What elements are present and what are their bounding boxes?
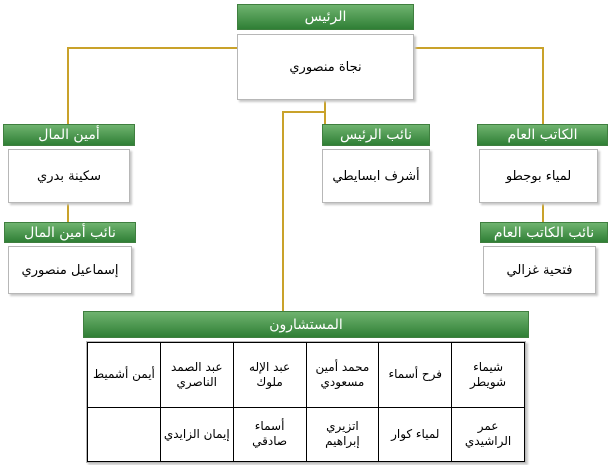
treasurer-title: أمين المال [3,124,135,146]
deputy-secretary-name: فتحية غزالي [483,246,596,294]
advisor-cell: عمر الراشيدي [451,406,525,463]
table-row: عمر الراشيدي لمياء كوار اتزيري إبراهيم أ… [87,406,525,463]
president-title: الرئيس [237,4,414,30]
treasurer-name: سكينة بدري [8,149,130,203]
advisors-table: شيماء شويطر فرح أسماء محمد أمين مسعودي ع… [87,342,525,463]
advisor-cell: عبد الصمد الناصري [159,342,234,408]
advisor-cell: فرح أسماء [378,342,453,408]
secretary-general-name: لمياء بوجطو [479,149,598,203]
advisors-title: المستشارون [83,311,529,338]
advisor-cell [87,406,161,463]
advisor-cell: شيماء شويطر [451,342,525,408]
advisor-cell: عبد الإله ملوك [232,342,307,408]
vice-president-title: نائب الرئيس [322,124,430,146]
table-row: شيماء شويطر فرح أسماء محمد أمين مسعودي ع… [87,342,525,408]
vice-president-name: أشرف ابسايطي [322,149,430,203]
advisor-cell: اتزيري إبراهيم [305,406,380,463]
advisor-cell: إيمان الزايدي [159,406,234,463]
advisor-cell: أيمن أشميط [87,342,161,408]
advisor-cell: لمياء كوار [378,406,453,463]
advisor-cell: أسماء صادقي [232,406,307,463]
treasurer-node: أمين المال سكينة بدري [3,124,135,203]
deputy-treasurer-title: نائب أمين المال [4,222,136,243]
advisor-cell: محمد أمين مسعودي [305,342,380,408]
vice-president-node: نائب الرئيس أشرف ابسايطي [322,124,430,203]
advisors-node: المستشارون شيماء شويطر فرح أسماء محمد أم… [83,311,529,463]
secretary-general-node: الكاتب العام لمياء بوجطو [477,124,608,203]
president-name: نجاة منصوري [237,34,414,100]
deputy-treasurer-node: نائب أمين المال إسماعيل منصوري [4,222,136,294]
advisors-table-wrap: شيماء شويطر فرح أسماء محمد أمين مسعودي ع… [86,341,526,463]
deputy-secretary-title: نائب الكاتب العام [480,222,608,243]
president-node: الرئيس نجاة منصوري [237,4,414,100]
deputy-treasurer-name: إسماعيل منصوري [8,246,132,294]
deputy-secretary-node: نائب الكاتب العام فتحية غزالي [480,222,608,294]
secretary-general-title: الكاتب العام [477,124,608,146]
